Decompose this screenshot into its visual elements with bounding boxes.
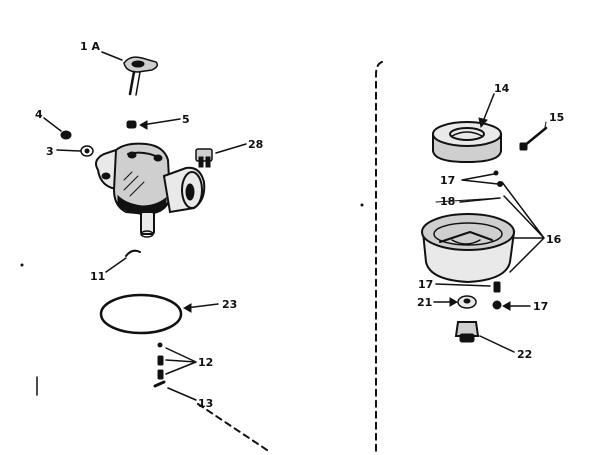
leader-4 — [43, 117, 62, 132]
part-22-bolt — [454, 321, 480, 343]
part-21-washer — [457, 295, 477, 309]
label-21: 21 — [417, 296, 432, 309]
margin-tick-marks — [20, 203, 364, 396]
label-23: 23 — [222, 298, 237, 311]
leader-14 — [478, 93, 495, 129]
leader-15 — [544, 121, 547, 128]
part-16-float-bowl — [421, 213, 516, 284]
label-16: 16 — [546, 233, 562, 246]
label-28: 28 — [248, 138, 263, 151]
part-4-nut — [60, 130, 72, 140]
part-17-pin — [493, 281, 501, 293]
leader-28 — [215, 143, 247, 154]
label-22: 22 — [517, 348, 532, 361]
leader-3 — [56, 149, 81, 152]
leader-23 — [182, 303, 219, 313]
part-15-screw — [519, 126, 548, 151]
leader-12 — [165, 347, 197, 375]
leader-18 — [459, 197, 501, 203]
dashed-divider-right — [375, 61, 383, 453]
part-1a-fitting — [123, 56, 159, 96]
label-15: 15 — [549, 111, 564, 124]
part-5-screw — [126, 120, 137, 129]
part-23-gasket — [99, 293, 183, 335]
leader-17-top — [461, 170, 503, 187]
leader-5 — [138, 118, 181, 130]
label-18: 18 — [440, 195, 455, 208]
part-14-seal — [432, 121, 502, 164]
leader-17-bottom — [501, 301, 531, 311]
part-11-clip — [125, 249, 141, 257]
part-13-needle — [153, 380, 166, 388]
label-17-top: 17 — [440, 174, 455, 187]
leader-16 — [501, 181, 545, 273]
part-carburetor-body — [95, 142, 206, 238]
leader-1a — [101, 51, 123, 61]
label-5: 5 — [182, 113, 190, 126]
part-28-fitting — [195, 148, 213, 168]
leader-21 — [433, 297, 459, 307]
label-17-mid: 17 — [418, 278, 433, 291]
label-14: 14 — [494, 82, 510, 95]
label-17-bottom: 17 — [533, 300, 548, 313]
part-12-pins — [157, 342, 164, 380]
leader-17-mid — [435, 283, 491, 287]
part-3-washer — [80, 145, 94, 157]
label-11: 11 — [90, 270, 105, 283]
leader-13 — [167, 387, 197, 401]
label-12: 12 — [198, 356, 213, 369]
label-1a: 1 A — [80, 40, 100, 53]
label-13: 13 — [198, 397, 213, 410]
dashed-divider-left — [197, 403, 271, 453]
leader-11 — [105, 257, 127, 273]
label-4: 4 — [35, 108, 43, 121]
part-17-ball — [492, 300, 502, 310]
label-3: 3 — [46, 145, 54, 158]
leader-22 — [479, 335, 515, 353]
